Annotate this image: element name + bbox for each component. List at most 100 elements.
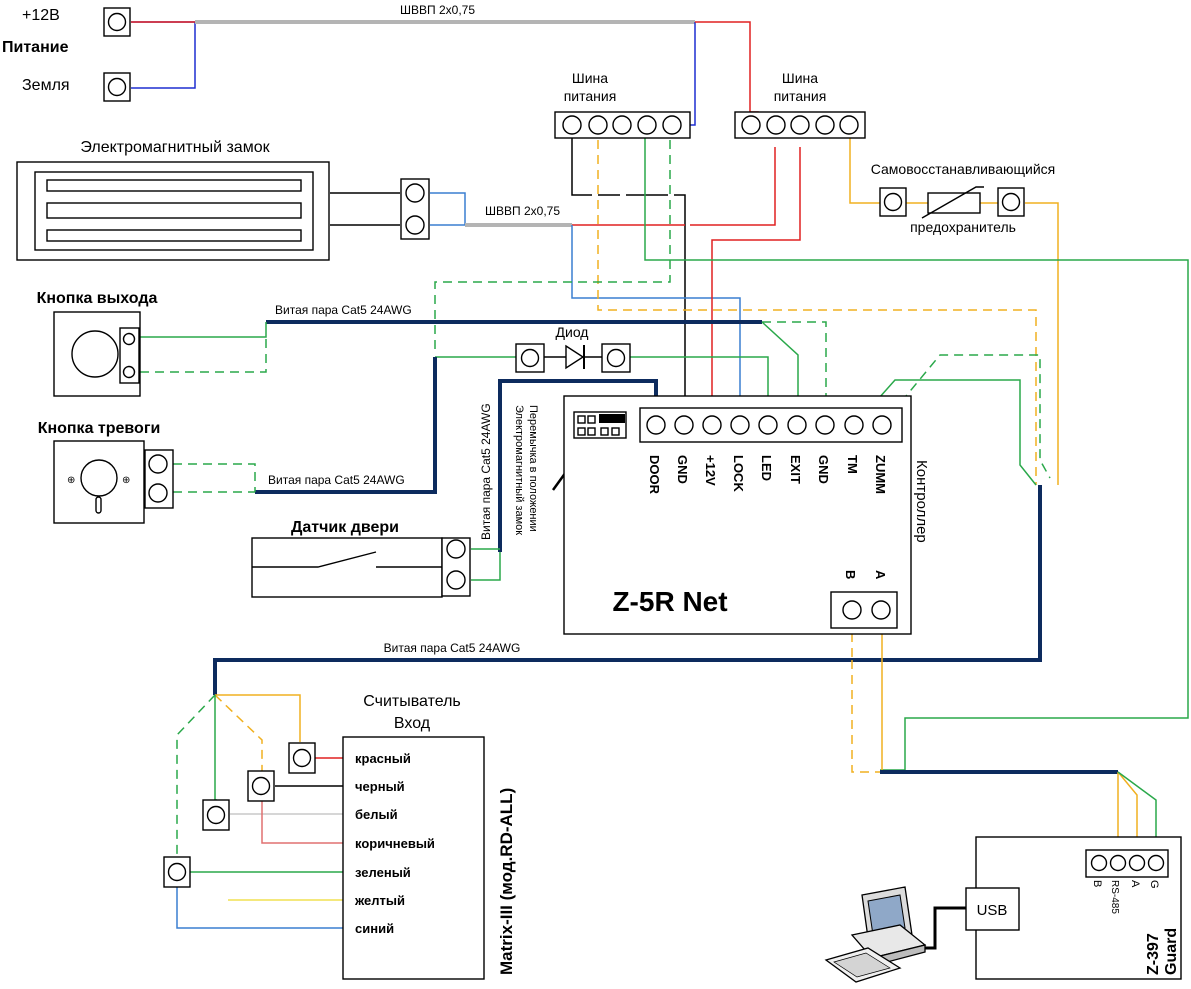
gnd-to-controller-wire [598,194,686,425]
alarm-button-title: Кнопка тревоги [38,420,161,437]
wire-yellow-label: желтый [354,893,405,908]
ground-terminal [103,72,131,102]
reader-black-terminal [247,770,275,802]
reader-brown-wire [261,800,343,844]
usb-cable [918,906,966,950]
conv-rs485-label: RS-485 [1109,880,1120,914]
lock-blue-wire [430,192,466,226]
power-bus-2 [734,111,866,139]
reader-red-terminal [288,742,316,774]
gnd-bus-wire [571,125,592,196]
controller-terminal-strip [639,407,903,443]
reader-body [342,736,485,980]
conv-pin-a: A [1129,880,1141,888]
bus2-label-1: Шина [782,70,818,86]
usb-port [965,887,1020,931]
reader-yellow-wire [215,694,301,742]
alarm-cable-label: Витая пара Cat5 24AWG [268,473,405,487]
door-cable-label: Витая пара Cat5 24AWG [479,403,493,540]
reader-green-wire [214,695,217,801]
usb-label: USB [977,902,1008,919]
lock-title: Электромагнитный замок [80,139,270,156]
computer-icon [824,886,927,983]
reader-white-terminal [202,799,230,831]
zumm-wire [881,354,1051,479]
alarm-button: ⊕ ⊕ [53,440,145,524]
reader-blue-lead [176,885,343,929]
bus1-label-2: питания [564,88,617,104]
exit-button-title: Кнопка выхода [37,290,158,307]
wire-black-label: черный [355,779,405,794]
diode-symbol [544,344,602,370]
bus1-label-1: Шина [572,70,608,86]
bus2-label-2: питания [774,88,827,104]
fuse-label-top: Самовосстанавливающийся [871,161,1056,177]
plus12-label: +12В [22,7,60,24]
door-wires [471,548,501,581]
wire-blue-label: синий [355,921,394,936]
plus12-to-bus2-wire [695,21,759,125]
wire-green-label: зеленый [355,865,411,880]
tm-wire [854,379,1037,486]
diode-terminal-left [515,343,545,373]
jumper-label-2: Электромагнитный замок [513,405,525,535]
power-title: Питание [2,39,69,56]
reader-green-terminal [163,856,191,888]
door-terminal-block [441,537,471,597]
alarm-dashed-wires [173,463,256,493]
lock-leads [330,192,400,226]
fuse-terminal-left [879,187,907,217]
wire-white-label: белый [355,807,398,822]
controller-side-label: Контроллер [913,460,930,543]
exit-green-dashed-wire [140,338,267,373]
reader-title-2: Вход [394,715,431,732]
controller-rs485-terminals [830,591,898,629]
term-label-exit: EXIT [788,455,803,484]
exit-gnd-dashed-wire [762,321,827,425]
fuse-input-wire [849,125,880,204]
wire-red-label: красный [355,751,411,766]
reader-model: Matrix-III (мод.RD-ALL) [497,788,516,975]
term-label-led: LED [759,455,774,481]
term-label-gnd-2: GND [816,455,831,484]
alarm-terminal-block [144,449,174,509]
exit-cable-label: Витая пара Cat5 24AWG [275,303,412,317]
alarm-twisted-cable [255,357,437,494]
rs-b-wire [851,618,880,773]
svg-text:⊕: ⊕ [122,475,130,486]
controller-name: Z-5R Net [612,586,727,617]
rs-b-label: B [843,570,858,579]
term-label-12v: +12V [703,455,718,486]
door-sensor [251,537,443,598]
diode-label: Диод [556,324,589,340]
reader-cable-label: Витая пара Cat5 24AWG [384,641,521,655]
lock-red-wire [572,147,776,226]
term-label-gnd-1: GND [675,455,690,484]
lock-to-LOCK-wire [571,225,741,425]
exit-button [53,311,141,397]
plus12-to-controller-wire [711,147,801,425]
exit-green-wire [140,322,267,338]
jumper-block [573,411,627,439]
reader-twisted-cable [213,485,1042,695]
ground-label: Земля [22,77,70,94]
reader-yellow-dashed-wire [214,694,263,773]
rs-a-label: A [873,570,888,580]
door-sensor-title: Датчик двери [291,519,399,536]
converter-name-2: Guard [1163,928,1180,975]
electromagnetic-lock [16,161,330,261]
conv-pin-b: B [1091,880,1103,887]
plus12-terminal [103,7,131,37]
converter-name-1: Z-397 [1145,933,1162,975]
yellow-dashed-wire [597,125,1037,485]
shvvp-top-label: ШВВП 2х0,75 [400,3,475,17]
shvvp-lock-label: ШВВП 2х0,75 [485,204,560,218]
svg-text:⊕: ⊕ [67,475,75,486]
fuse-symbol [921,186,984,219]
term-label-door: DOOR [647,455,662,495]
jumper-label-1: Перемычка в положении [527,405,539,532]
wire-brown-label: коричневый [355,836,435,851]
reader-title-1: Считыватель [363,693,461,710]
fuse-output-wire [1025,202,1059,485]
